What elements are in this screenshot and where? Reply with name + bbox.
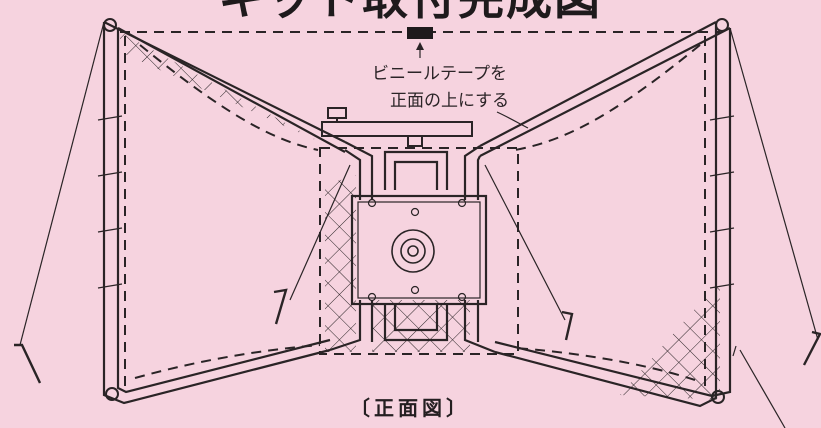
tie-marks (97, 115, 735, 289)
target-outer-ring (391, 229, 435, 273)
note-leader-line (496, 111, 529, 129)
target-pipe-frame (329, 141, 496, 354)
tent-peg-center-right (561, 310, 574, 341)
net-upper-right-curve (514, 44, 701, 151)
center-dashed-frame (319, 147, 519, 355)
top-support-bar (321, 107, 473, 147)
target-board (350, 194, 488, 306)
net-mesh-bottom (372, 300, 470, 352)
tape-arrow-head (416, 42, 424, 50)
tent-peg-left (14, 343, 42, 384)
tent-pegs (14, 288, 821, 384)
tent-peg-right (802, 330, 821, 366)
target-inner-ring (400, 238, 426, 264)
outer-frame (102, 18, 732, 408)
tent-peg-center-left (273, 288, 288, 325)
tape-note-line2: 正面の上にする (390, 91, 509, 111)
net-mesh-center (325, 175, 356, 352)
net-mesh-right (620, 280, 720, 400)
vinyl-tape-marker (407, 27, 433, 39)
target-center (407, 245, 419, 257)
front-view-caption: 〔正面図〕 (350, 396, 470, 420)
net-lower-left-curve (134, 344, 321, 379)
diagram-title: キット取付完成図 (218, 0, 602, 25)
guy-ropes (19, 21, 819, 428)
tape-note-line1: ビニールテープを (372, 64, 507, 84)
